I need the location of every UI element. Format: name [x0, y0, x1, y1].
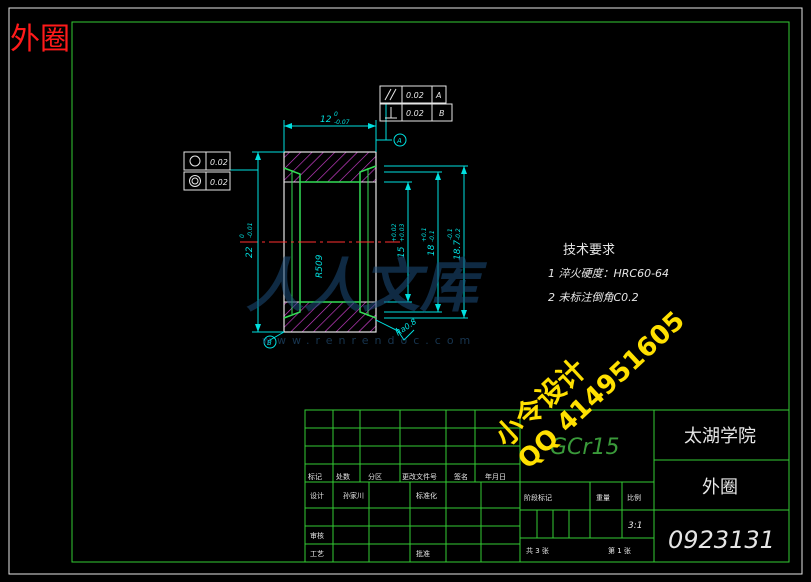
row-label-process: 工艺 — [310, 550, 324, 558]
concentricity-value: 0.02 — [210, 178, 228, 187]
material: GCr15 — [550, 435, 619, 460]
dim-18-7: 18.7 — [453, 240, 463, 260]
parallel-icon — [384, 88, 397, 101]
watermark: 人人文库 www.renrendoc.com — [246, 252, 488, 347]
sheet-no: 第 1 张 — [608, 546, 631, 555]
school-name: 太湖学院 — [684, 426, 756, 447]
tech-item-1: 1 淬火硬度：HRC60-64 — [548, 267, 669, 280]
scale-label: 比例 — [627, 493, 641, 502]
perpendicular-icon — [385, 107, 397, 119]
perpendicular-value: 0.02 — [406, 109, 424, 118]
dim-18-7-tol-lo: -0.2 — [455, 228, 462, 240]
hdr-label-6: 年月日 — [485, 472, 506, 481]
title-block — [304, 409, 790, 563]
stage-label: 阶段标记 — [524, 493, 552, 502]
designer-name: 孙家川 — [343, 491, 364, 500]
standardization-label: 标准化 — [416, 491, 437, 500]
datum-b-symbol — [263, 335, 277, 349]
row-label-design: 设计 — [310, 491, 324, 500]
dim-width-tol: 0 — [334, 111, 338, 118]
dim-outer-tol: 0 — [239, 234, 246, 238]
dim-width-tol-lo: -0.07 — [334, 119, 350, 126]
roundness-value: 0.02 — [210, 158, 228, 167]
watermark-brand: 人人文库 — [246, 252, 488, 320]
tolerance-frame-left — [183, 151, 231, 191]
approval-label: 批准 — [416, 549, 430, 558]
hatch-top — [283, 151, 377, 183]
dim-outer: 22 — [245, 246, 255, 258]
hdr-label-3: 分区 — [368, 472, 382, 481]
dim-inner-15-tol-lo: +0.03 — [399, 223, 406, 242]
dim-groove-18-tol-lo: -0.1 — [429, 230, 436, 242]
dim-inner-15-tol: +0.02 — [391, 223, 398, 242]
datum-a-label: A — [396, 137, 402, 145]
dimension-arrows — [255, 123, 467, 332]
datum-a-symbol — [393, 133, 407, 147]
part-name: 外圈 — [702, 477, 738, 498]
hdr-label-5: 签名 — [454, 472, 468, 481]
hdr-label-1: 标记 — [308, 472, 322, 481]
outer-frame — [8, 7, 803, 575]
drawing-number: 0923131 — [668, 526, 775, 554]
perpendicular-datum: B — [439, 109, 445, 118]
row-label-review: 审核 — [310, 531, 324, 540]
dim-outer-tol-lo: -0.01 — [247, 222, 254, 238]
weight-label: 重量 — [596, 494, 610, 502]
dim-inner-15: 15 — [397, 246, 407, 258]
sheet-label: 外圈 — [10, 22, 70, 57]
hdr-label-4: 更改文件号 — [402, 472, 437, 481]
tech-item-2: 2 未标注倒角C0.2 — [548, 291, 639, 304]
dim-width: 12 — [320, 115, 332, 125]
parallel-datum: A — [435, 91, 441, 100]
datum-b-label: B — [267, 339, 272, 347]
scale-value: 3:1 — [628, 521, 642, 531]
tech-title: 技术要求 — [563, 243, 615, 258]
hdr-label-2: 处数 — [336, 472, 350, 481]
sheets-total: 共 3 张 — [526, 546, 549, 555]
tolerance-frame-top — [379, 85, 453, 122]
dim-groove-18: 18 — [427, 244, 437, 256]
dim-radius: R509 — [315, 254, 325, 278]
dim-18-7-tol: -0.1 — [447, 228, 454, 240]
dim-groove-18-tol: +0.1 — [421, 227, 428, 242]
watermark-url: www.renrendoc.com — [262, 334, 476, 347]
part-section — [240, 151, 400, 333]
parallel-value: 0.02 — [406, 91, 424, 100]
dimension-lines — [230, 104, 468, 341]
